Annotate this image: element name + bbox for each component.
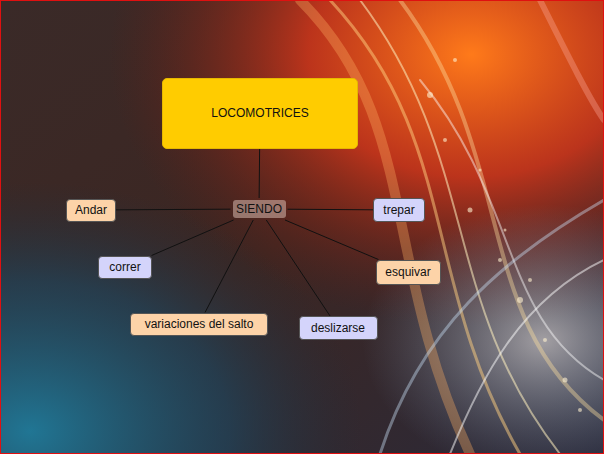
node-text: variaciones del salto (145, 317, 254, 331)
node-text: Andar (75, 203, 107, 217)
concept-box: correr (98, 256, 152, 279)
connector-line (266, 220, 330, 316)
node-text: deslizarse (311, 321, 365, 335)
node-text: correr (109, 260, 140, 274)
linking-phrase: SIENDO (233, 200, 286, 218)
connector-line (259, 149, 261, 199)
concept-box: Andar (66, 199, 116, 222)
connector-line (116, 209, 231, 211)
concept-box: deslizarse (299, 316, 378, 340)
node-text: SIENDO (236, 202, 282, 216)
concept-box: variaciones del salto (130, 313, 268, 336)
concept-box: esquivar (376, 260, 441, 285)
concept-box: trepar (373, 198, 425, 222)
node-text: esquivar (385, 265, 430, 279)
connector-line (205, 220, 253, 313)
node-text: trepar (383, 203, 414, 217)
connector-line (288, 209, 374, 211)
connector-line (152, 220, 234, 256)
node-text: LOCOMOTRICES (211, 106, 308, 120)
concept-box: LOCOMOTRICES (162, 78, 358, 149)
connector-line (285, 220, 378, 260)
